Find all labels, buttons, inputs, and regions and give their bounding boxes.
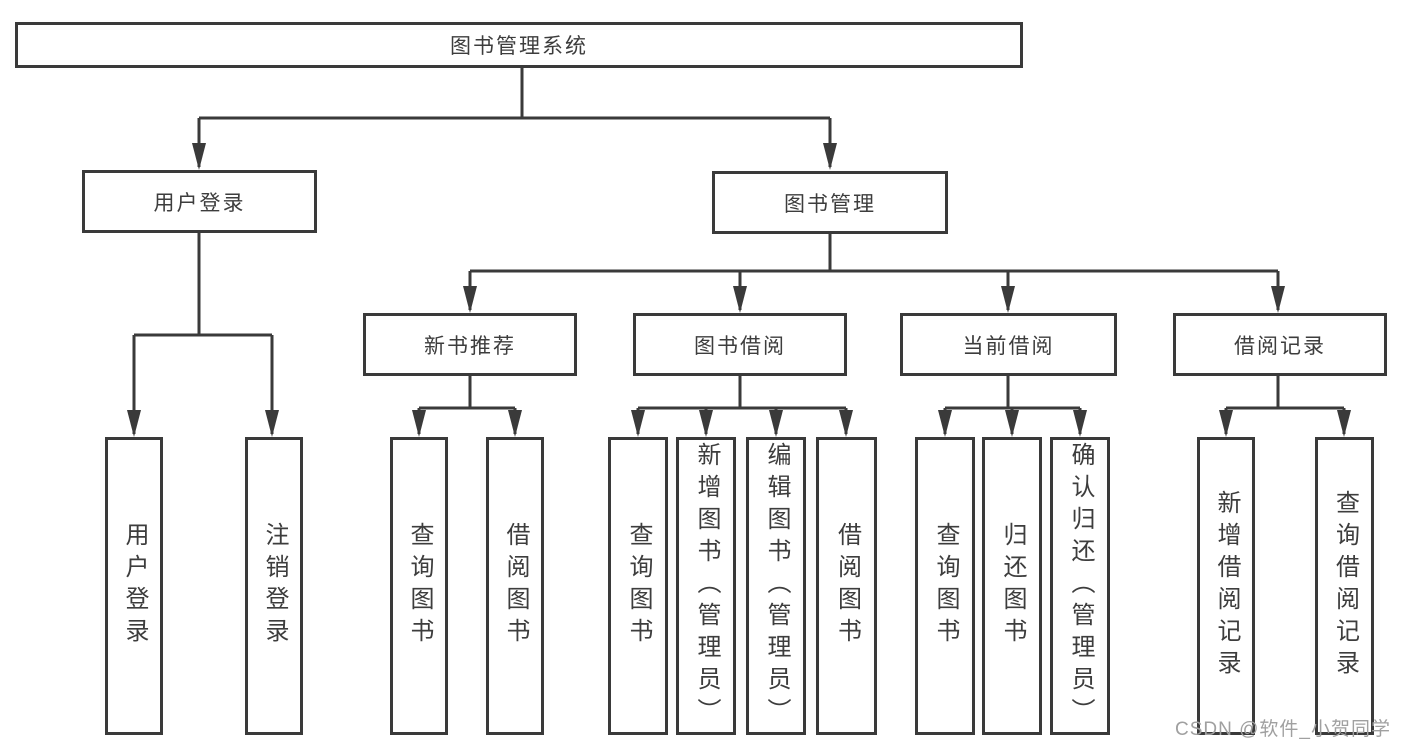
arrowhead	[463, 286, 477, 313]
leaf-borrow-books: 借阅图书	[486, 437, 544, 735]
arrowhead	[1005, 410, 1019, 437]
leaf-label: 注销登录	[261, 522, 288, 650]
arrowhead	[1337, 410, 1351, 437]
arrowhead	[127, 410, 141, 437]
arrowhead	[1001, 286, 1015, 313]
leaf-label: 查询图书	[625, 522, 652, 650]
node-book-management: 图书管理	[712, 171, 948, 234]
csdn-watermark: CSDN @软件_小贺同学	[1175, 719, 1391, 740]
node-current-borrowing: 当前借阅	[900, 313, 1117, 376]
arrowhead	[823, 143, 837, 170]
arrowhead	[412, 410, 426, 437]
arrowhead	[1271, 286, 1285, 313]
arrowhead	[1219, 410, 1233, 437]
leaf-label: 新增借阅记录	[1213, 490, 1240, 682]
leaf-label: 借阅图书	[502, 522, 529, 650]
leaf-label: 归还图书	[999, 522, 1026, 650]
leaf-confirm-return-admin: 确认归还（管理员）	[1050, 437, 1110, 735]
leaf-edit-book-admin: 编辑图书（管理员）	[746, 437, 806, 735]
node-user-login: 用户登录	[82, 170, 317, 233]
arrowhead	[839, 410, 853, 437]
root-node: 图书管理系统	[15, 22, 1023, 68]
leaf-query-borrow-record: 查询借阅记录	[1315, 437, 1374, 735]
leaf-query-books: 查询图书	[608, 437, 668, 735]
leaf-query-books: 查询图书	[390, 437, 448, 735]
connector-path	[132, 68, 1346, 434]
leaf-label: 用户登录	[121, 522, 148, 650]
arrowhead	[699, 410, 713, 437]
leaf-return-books: 归还图书	[982, 437, 1042, 735]
node-book-borrowing: 图书借阅	[633, 313, 847, 376]
arrowhead	[733, 286, 747, 313]
arrowhead	[508, 410, 522, 437]
leaf-logout: 注销登录	[245, 437, 303, 735]
leaf-add-book-admin: 新增图书（管理员）	[676, 437, 736, 735]
arrowhead	[938, 410, 952, 437]
leaf-label: 查询借阅记录	[1331, 490, 1359, 682]
arrowhead	[769, 410, 783, 437]
arrowhead	[631, 410, 645, 437]
leaf-user-login: 用户登录	[105, 437, 163, 735]
leaf-query-books: 查询图书	[915, 437, 975, 735]
leaf-label: 确认归还（管理员）	[1067, 442, 1094, 730]
leaf-label: 借阅图书	[833, 522, 861, 650]
leaf-add-borrow-record: 新增借阅记录	[1197, 437, 1255, 735]
arrowhead	[1073, 410, 1087, 437]
node-new-book-recommend: 新书推荐	[363, 313, 577, 376]
leaf-label: 新增图书（管理员）	[693, 442, 720, 730]
leaf-borrow-books: 借阅图书	[816, 437, 877, 735]
arrowhead	[192, 143, 206, 170]
leaf-label: 查询图书	[932, 522, 959, 650]
node-borrowing-records: 借阅记录	[1173, 313, 1387, 376]
leaf-label: 查询图书	[406, 522, 433, 650]
arrowhead	[265, 410, 279, 437]
leaf-label: 编辑图书（管理员）	[763, 442, 790, 730]
